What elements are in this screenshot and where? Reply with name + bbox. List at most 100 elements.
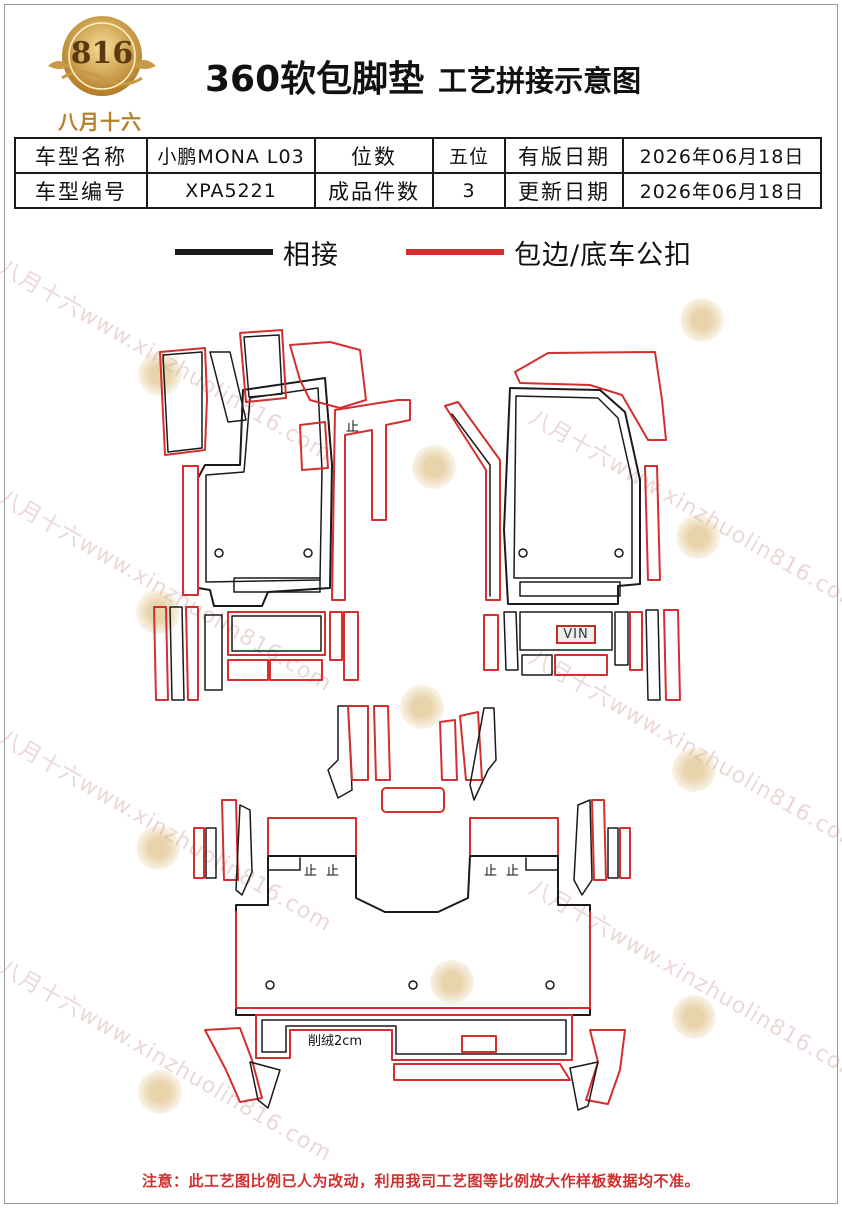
rear-bottom-tab: [461, 1035, 497, 1053]
page-title: 360软包脚垫 工艺拼接示意图: [205, 50, 641, 100]
watermark-logo-icon: [138, 1070, 182, 1114]
front-right-lower-strips: [483, 609, 681, 701]
side-strip: [235, 804, 253, 896]
legend-joined: 相接: [175, 232, 339, 272]
update-date-value: 2026年06月18日: [622, 172, 822, 209]
clip-hole: [518, 548, 528, 558]
stop-mark: 止: [346, 420, 360, 435]
legend-joined-label: 相接: [283, 239, 339, 271]
brand-name: 八月十六: [58, 110, 142, 134]
lower-strip: [185, 606, 199, 701]
center-tunnel-cap: [381, 787, 445, 813]
rear-right-wheel-arc-2: [569, 1061, 599, 1111]
watermark-logo-icon: [136, 590, 180, 634]
watermark-logo-icon: [412, 445, 456, 489]
info-row: 车型名称 小鹏MONA L03 位数 五位 有版日期 2026年06月18日: [14, 137, 822, 174]
middle-strip: [373, 705, 391, 781]
front-left-sill-strip: [182, 465, 199, 596]
side-strip: [193, 827, 205, 879]
clip-hole: [214, 548, 224, 558]
front-left-console-strip: [331, 399, 411, 601]
side-strip: [573, 799, 593, 896]
legend-edging-swatch: [406, 249, 504, 255]
front-left-side-strip: [159, 347, 208, 456]
front-left-side-wedge: [209, 351, 247, 423]
rear-side-strips: [193, 799, 631, 896]
legend-joined-swatch: [175, 249, 273, 255]
logo-number: 816: [70, 36, 134, 71]
rear-bottom-strip-outline: [261, 1019, 567, 1055]
lower-bar: [227, 659, 269, 681]
rear-mat: [204, 817, 626, 1111]
update-date-label: 更新日期: [504, 172, 624, 209]
stop-mark: 止: [304, 864, 318, 879]
rear-footwell-left-step: [267, 857, 301, 871]
middle-row-pieces: [327, 705, 497, 813]
model-code-value: XPA5221: [146, 172, 316, 209]
model-name-label: 车型名称: [14, 137, 148, 174]
lower-strip: [645, 609, 661, 701]
legend-edging-label: 包边/底车公扣: [514, 239, 693, 271]
stop-mark: 止: [484, 864, 498, 879]
front-right-main-panel: [503, 387, 641, 605]
piece-count-label: 成品件数: [314, 172, 434, 209]
legend-edging: 包边/底车公扣: [406, 232, 692, 272]
lower-strip: [329, 611, 343, 661]
front-left-main-panel: [197, 377, 333, 607]
stop-mark: 止: [506, 864, 520, 879]
version-date-value: 2026年06月18日: [622, 137, 822, 174]
front-left-top-flap-outline: [243, 334, 283, 398]
middle-strip: [347, 705, 369, 781]
rear-left-wheel-arc: [204, 1027, 263, 1103]
watermark-logo-icon: [676, 515, 720, 559]
brand-logo: 816 八月十六: [40, 8, 160, 134]
lower-strip: [169, 606, 185, 701]
front-left-bottom-bar: [233, 577, 321, 593]
front-right-bottom-bar: [519, 581, 621, 597]
front-right-top-flap: [514, 351, 667, 441]
watermark-logo-icon: [430, 960, 474, 1004]
logo-emblem-icon: [48, 16, 156, 96]
lower-strip: [343, 611, 359, 681]
front-left-small-piece: [299, 421, 329, 471]
watermark-logo-icon: [136, 826, 180, 870]
watermark-logo-icon: [680, 298, 724, 342]
lower-panel-inner: [231, 615, 322, 652]
front-left-top-flap: [239, 329, 287, 403]
lower-panel: [519, 611, 613, 651]
lower-panel: [227, 611, 326, 656]
lower-strip: [483, 614, 499, 671]
lower-bar: [521, 654, 553, 676]
front-left-pillar-pieces: [289, 341, 367, 409]
side-strip: [607, 827, 619, 879]
vin-window: VIN: [556, 625, 596, 644]
rear-left-wheel-arc-2: [249, 1061, 281, 1109]
model-name-value: 小鹏MONA L03: [146, 137, 316, 174]
lower-strip: [663, 609, 681, 701]
rear-upper-left-pad: [267, 817, 357, 857]
lower-strip: [503, 611, 519, 671]
info-row: 车型编号 XPA5221 成品件数 3 更新日期 2026年06月18日: [14, 172, 822, 209]
lower-bar: [269, 659, 323, 681]
model-code-label: 车型编号: [14, 172, 148, 209]
version-date-label: 有版日期: [504, 137, 624, 174]
watermark-logo-icon: [400, 685, 444, 729]
middle-strip: [459, 711, 483, 781]
front-left-mat: [159, 329, 411, 607]
watermark-logo-icon: [672, 995, 716, 1039]
front-right-mat: [444, 351, 667, 605]
lower-bar: [554, 654, 608, 676]
front-right-left-strip-outline: [451, 413, 491, 597]
lower-strip: [153, 606, 169, 701]
clip-hole: [265, 980, 275, 990]
clip-hole: [614, 548, 624, 558]
front-right-main-panel-inner: [513, 395, 633, 579]
middle-strip: [439, 719, 458, 781]
seats-value: 五位: [432, 137, 506, 174]
page-frame: [4, 4, 838, 1204]
stop-mark: 止: [326, 864, 340, 879]
lower-block: [204, 614, 223, 691]
lower-strip: [614, 611, 629, 666]
title-sub: 工艺拼接示意图: [438, 64, 642, 98]
